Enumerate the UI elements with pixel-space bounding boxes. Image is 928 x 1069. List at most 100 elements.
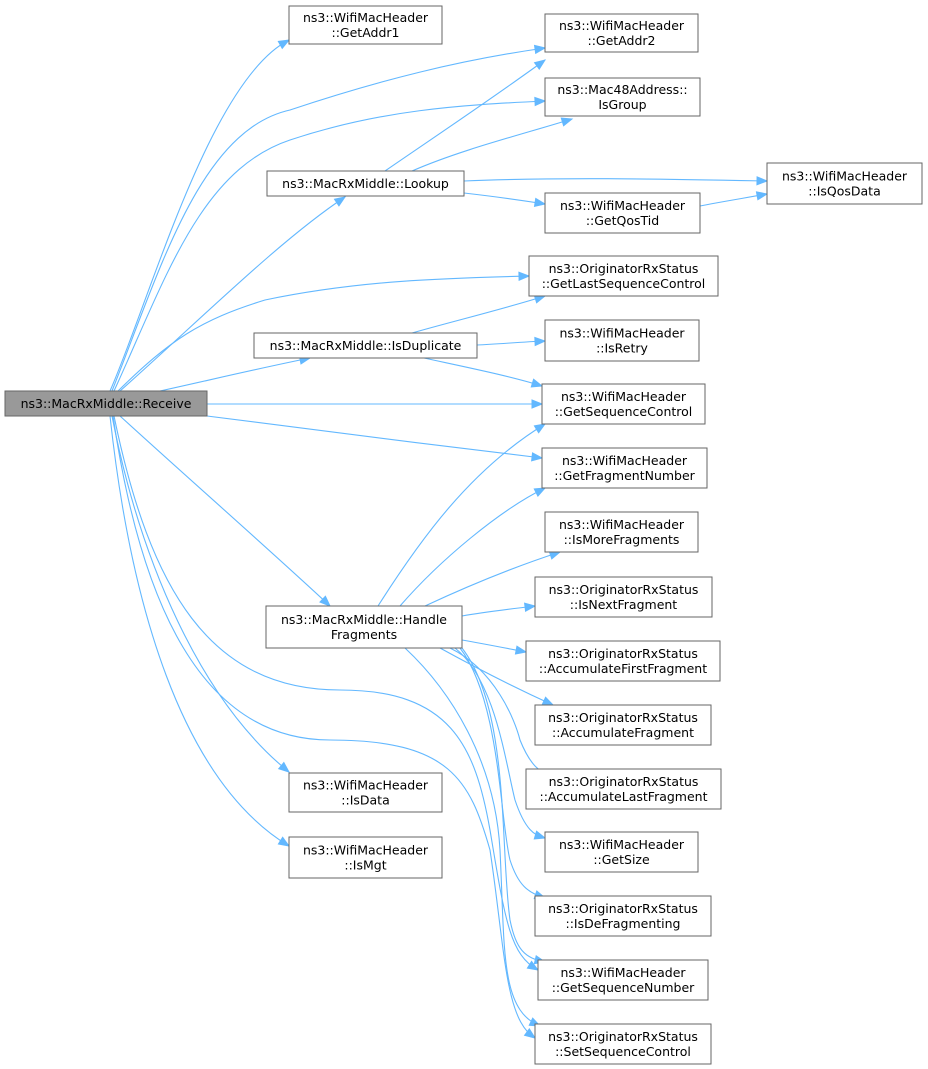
- node-ismorefrag[interactable]: ns3::WifiMacHeader::IsMoreFragments: [544, 511, 699, 553]
- node-ismgt[interactable]: ns3::WifiMacHeader::IsMgt: [288, 836, 443, 879]
- edge-receive-to-isdata: [111, 415, 291, 773]
- node-label-line: ns3::WifiMacHeader: [560, 198, 686, 213]
- node-box: [4, 390, 208, 417]
- node-isgroup[interactable]: ns3::Mac48Address::IsGroup: [544, 77, 701, 117]
- node-isqosdata[interactable]: ns3::WifiMacHeader::IsQosData: [766, 162, 923, 205]
- arrowhead-icon: [518, 271, 531, 282]
- edge-line: [111, 415, 290, 773]
- node-label-line: ns3::MacRxMiddle::Lookup: [282, 176, 449, 191]
- node-getseqnum[interactable]: ns3::WifiMacHeader::GetSequenceNumber: [537, 959, 709, 1001]
- edge-receive-to-lookup: [119, 196, 347, 392]
- node-label-line: ns3::WifiMacHeader: [562, 453, 688, 468]
- arrowhead-icon: [533, 197, 547, 208]
- edge-line: [117, 275, 530, 392]
- node-setseqctrl[interactable]: ns3::OriginatorRxStatus::SetSequenceCont…: [534, 1023, 712, 1065]
- edge-handlefrag-to-isnextfrag: [461, 602, 537, 617]
- node-isdefrag[interactable]: ns3::OriginatorRxStatus::IsDeFragmenting: [534, 895, 712, 937]
- edge-line: [377, 423, 546, 607]
- arrowhead-icon: [526, 960, 540, 971]
- edge-line: [463, 178, 768, 182]
- node-getseqctrl[interactable]: ns3::WifiMacHeader::GetSequenceControl: [541, 383, 706, 425]
- node-getlastseq[interactable]: ns3::OriginatorRxStatus::GetLastSequence…: [528, 255, 719, 297]
- node-label-line: ns3::WifiMacHeader: [561, 389, 687, 404]
- arrowhead-icon: [533, 487, 547, 497]
- node-label-line: ::AccumulateFragment: [552, 725, 694, 740]
- arrowhead-icon: [277, 836, 291, 847]
- node-getaddr2[interactable]: ns3::WifiMacHeader::GetAddr2: [544, 13, 699, 53]
- node-label-line: ns3::Mac48Address::: [557, 82, 687, 97]
- node-getaddr1[interactable]: ns3::WifiMacHeader::GetAddr1: [288, 5, 443, 45]
- node-getfragnum[interactable]: ns3::WifiMacHeader::GetFragmentNumber: [541, 447, 708, 489]
- node-label-line: ::IsRetry: [596, 341, 648, 356]
- node-lookup[interactable]: ns3::MacRxMiddle::Lookup: [266, 170, 465, 197]
- edge-receive-to-getseqnum: [113, 415, 540, 971]
- node-label-line: ns3::OriginatorRxStatus: [549, 774, 699, 789]
- edge-receive-to-setseqctrl: [112, 415, 537, 1039]
- node-label-line: ::GetSize: [593, 852, 650, 867]
- node-label-line: ::IsNextFragment: [570, 597, 678, 612]
- arrowhead-icon: [533, 59, 547, 71]
- call-nodes: ns3::MacRxMiddle::Receivens3::WifiMacHea…: [4, 5, 923, 1065]
- edge-isduplicate-to-getlastseq: [411, 294, 547, 334]
- edge-line: [461, 605, 536, 617]
- node-isdata[interactable]: ns3::WifiMacHeader::IsData: [288, 772, 443, 813]
- node-label-line: ::IsMoreFragments: [564, 532, 680, 547]
- node-box: [534, 576, 713, 618]
- node-label-line: ns3::OriginatorRxStatus: [549, 582, 699, 597]
- edge-line: [411, 118, 573, 172]
- node-getqostid[interactable]: ns3::WifiMacHeader::GetQosTid: [544, 192, 701, 234]
- node-box: [288, 836, 443, 879]
- node-box: [528, 255, 719, 297]
- arrowhead-icon: [533, 44, 547, 55]
- node-label-line: ns3::WifiMacHeader: [303, 843, 429, 858]
- node-label-line: ns3::WifiMacHeader: [559, 18, 685, 33]
- node-box: [541, 383, 706, 425]
- node-box: [288, 5, 443, 45]
- node-receive[interactable]: ns3::MacRxMiddle::Receive: [4, 390, 208, 417]
- arrowhead-icon: [533, 423, 547, 434]
- node-box: [534, 1023, 712, 1065]
- node-label-line: ns3::OriginatorRxStatus: [548, 710, 698, 725]
- node-label-line: ::GetFragmentNumber: [554, 468, 695, 483]
- edge-receive-to-getaddr2: [111, 44, 547, 392]
- node-box: [534, 895, 712, 937]
- node-accfrag[interactable]: ns3::OriginatorRxStatus::AccumulateFragm…: [534, 704, 712, 746]
- node-box: [288, 772, 443, 813]
- node-label-line: ns3::OriginatorRxStatus: [549, 261, 699, 276]
- arrowhead-icon: [541, 696, 555, 706]
- node-label-line: ns3::WifiMacHeader: [560, 965, 686, 980]
- arrowhead-icon: [534, 96, 547, 107]
- edge-line: [119, 415, 331, 607]
- node-accfirst[interactable]: ns3::OriginatorRxStatus::AccumulateFirst…: [525, 640, 721, 682]
- node-box: [544, 831, 699, 873]
- edge-line: [113, 415, 539, 971]
- edge-line: [404, 647, 541, 1027]
- call-edges: [109, 39, 769, 1039]
- node-isnextfrag[interactable]: ns3::OriginatorRxStatus::IsNextFragment: [534, 576, 713, 618]
- arrowhead-icon: [514, 645, 528, 655]
- edge-line: [159, 357, 311, 392]
- edge-receive-to-getaddr1: [109, 39, 291, 392]
- arrowhead-icon: [319, 595, 331, 607]
- node-label-line: ns3::OriginatorRxStatus: [548, 901, 698, 916]
- node-box: [544, 192, 701, 234]
- edge-receive-to-getseqctrl: [206, 399, 544, 409]
- node-acclast[interactable]: ns3::OriginatorRxStatus::AccumulateLastF…: [525, 768, 722, 810]
- edge-receive-to-ismgt: [109, 415, 291, 847]
- node-label-line: ns3::WifiMacHeader: [303, 10, 429, 25]
- edge-receive-to-isduplicate: [159, 355, 312, 392]
- node-label-line: ::AccumulateLastFragment: [540, 789, 708, 804]
- node-label-line: ns3::WifiMacHeader: [782, 169, 908, 184]
- node-label-line: ns3::OriginatorRxStatus: [548, 646, 698, 661]
- edge-line: [113, 100, 546, 392]
- arrowhead-icon: [524, 602, 537, 612]
- node-isduplicate[interactable]: ns3::MacRxMiddle::IsDuplicate: [253, 332, 478, 359]
- edge-line: [399, 487, 546, 607]
- node-label-line: ns3::WifiMacHeader: [559, 517, 685, 532]
- edge-line: [461, 647, 546, 963]
- node-label-line: ::GetQosTid: [586, 213, 659, 228]
- node-getsize[interactable]: ns3::WifiMacHeader::GetSize: [544, 831, 699, 873]
- edge-line: [424, 551, 561, 607]
- node-isretry[interactable]: ns3::WifiMacHeader::IsRetry: [544, 319, 700, 362]
